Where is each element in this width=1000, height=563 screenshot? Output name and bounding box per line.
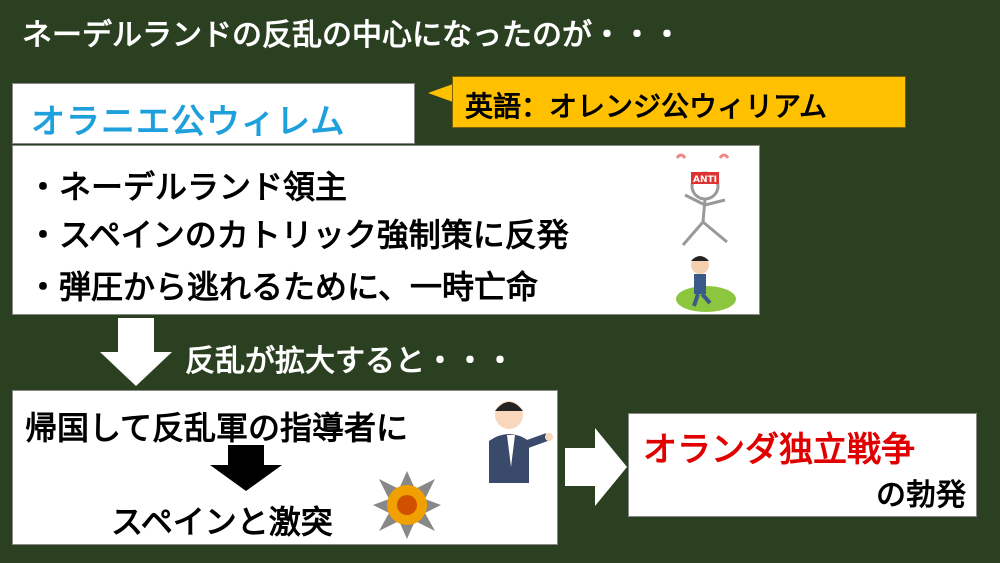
- english-name-callout: 英語：オレンジ公ウィリアム: [452, 76, 906, 128]
- result-box: オランダ独立戦争 の勃発: [628, 413, 977, 517]
- list-item: ・ネーデルランド領主: [27, 168, 348, 206]
- bio-list-box: ・ネーデルランド領主 ・スペインのカトリック強制策に反発 ・弾圧から逃れるために…: [12, 145, 760, 315]
- transition-text: 反乱が拡大すると・・・: [185, 344, 515, 379]
- war-suffix: の勃発: [876, 478, 966, 513]
- anti-protester-illustration-icon: ANTI: [675, 153, 730, 246]
- slide-title: ネーデルランドの反乱の中心になったのが・・・: [22, 18, 682, 53]
- callout-text: 英語：オレンジ公ウィリアム: [465, 90, 828, 123]
- person-name: オラニエ公ウィレム: [31, 102, 346, 142]
- down-arrow-icon: [100, 318, 172, 386]
- war-name: オランダ独立戦争: [643, 430, 915, 470]
- anti-label: ANTI: [693, 175, 717, 185]
- explosion-illustration-icon: [373, 471, 441, 539]
- leader-box: 帰国して反乱軍の指導者に スペインと激突: [12, 390, 558, 545]
- pointing-businessman-illustration-icon: [489, 401, 553, 483]
- right-arrow-icon: [565, 428, 627, 506]
- down-arrow-black-icon: [210, 445, 282, 491]
- return-text: 帰国して反乱軍の指導者に: [25, 409, 409, 447]
- list-item: ・スペインのカトリック強制策に反発: [27, 216, 569, 254]
- clash-text: スペインと激突: [111, 503, 333, 541]
- list-item: ・弾圧から逃れるために、一時亡命: [27, 268, 539, 306]
- fleeing-man-illustration-icon: [676, 256, 736, 312]
- callout-pointer: [428, 84, 453, 102]
- name-box: オラニエ公ウィレム: [12, 83, 415, 144]
